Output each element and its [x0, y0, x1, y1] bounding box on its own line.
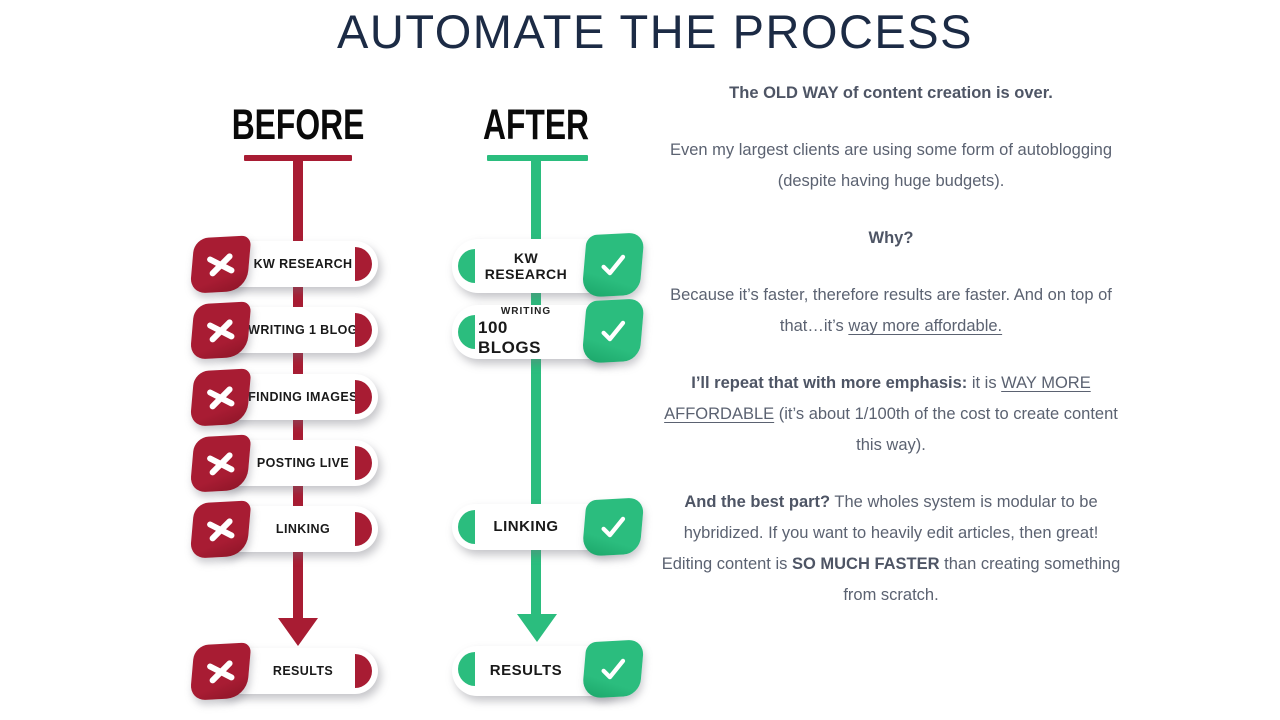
after-heading: AFTER	[482, 101, 590, 149]
before-step-results: RESULTS	[189, 642, 378, 701]
pill-end-cap	[355, 313, 372, 347]
after-step-kw-research: KW RESEARCH	[452, 232, 645, 298]
before-step-posting-live: POSTING LIVE	[189, 434, 378, 493]
step-label: POSTING LIVE	[256, 456, 350, 470]
x-icon	[204, 513, 236, 545]
best-part-tail: than creating something from scratch.	[843, 555, 1121, 604]
check-badge	[581, 298, 645, 364]
emphasis-lead: I’ll repeat that with more emphasis:	[691, 374, 968, 392]
emphasis-mid: it is	[967, 374, 1002, 392]
pill-end-cap	[458, 249, 475, 283]
step-label: RESULTS	[489, 662, 563, 680]
step-label-line2: RESEARCH	[484, 266, 568, 282]
best-part-mid: The wholes system is modular to be hybri…	[661, 493, 1099, 573]
pill-end-cap	[355, 446, 372, 480]
check-badge	[581, 639, 645, 699]
check-icon	[601, 320, 626, 342]
x-icon	[204, 314, 236, 346]
after-step-writing-100-blogs: WRITING 100 BLOGS	[452, 298, 645, 364]
step-label: RESULTS	[272, 664, 334, 678]
x-icon	[204, 655, 236, 687]
step-label: FINDING IMAGES	[248, 390, 358, 404]
after-step-results: RESULTS	[452, 639, 645, 699]
way-more-affordable-caps-link[interactable]: WAY MORE AFFORDABLE	[664, 374, 1091, 423]
after-arrowhead-icon	[517, 614, 557, 642]
paragraph-why: Why?	[868, 229, 914, 247]
before-step-finding-images: FINDING IMAGES	[189, 368, 378, 427]
paragraph-best-part: And the best part? The wholes system is …	[658, 487, 1124, 611]
before-step-linking: LINKING	[189, 500, 378, 559]
page-title: AUTOMATE THE PROCESS	[337, 5, 973, 58]
before-step-writing-1-blog: WRITING 1 BLOG	[189, 301, 378, 360]
paragraph-largest-clients: Even my largest clients are using some f…	[669, 141, 1113, 190]
step-label-line1: WRITING	[500, 306, 552, 318]
paragraph-old-way: The OLD WAY of content creation is over.	[729, 84, 1053, 102]
best-part-lead: And the best part?	[684, 493, 831, 511]
pill-end-cap	[355, 380, 372, 414]
check-icon	[601, 658, 626, 680]
pill-end-cap	[458, 510, 475, 544]
pill-end-cap	[355, 512, 372, 546]
pill-end-cap	[458, 315, 475, 349]
step-label: WRITING 1 BLOG	[248, 323, 358, 337]
x-icon	[204, 381, 236, 413]
pill-end-cap	[355, 654, 372, 688]
after-timeline	[531, 158, 541, 616]
step-label: LINKING	[275, 522, 331, 536]
way-more-affordable-link[interactable]: way more affordable.	[848, 317, 1003, 335]
x-icon	[204, 248, 236, 280]
check-badge	[581, 497, 645, 557]
step-label-line1: KW	[513, 249, 539, 266]
check-icon	[601, 254, 626, 276]
paragraph-faster: Because it’s faster, therefore results a…	[658, 280, 1124, 342]
emphasis-tail: (it’s about 1/100th of the cost to creat…	[774, 405, 1118, 454]
so-much-faster-text: SO MUCH FASTER	[791, 555, 940, 573]
before-heading: BEFORE	[231, 101, 365, 149]
faster-text: Because it’s faster, therefore results a…	[670, 286, 1112, 335]
before-step-kw-research: KW RESEARCH	[189, 235, 378, 294]
pill-end-cap	[355, 247, 372, 281]
x-icon	[204, 447, 236, 479]
step-label: LINKING	[493, 518, 559, 536]
after-step-linking: LINKING	[452, 497, 645, 557]
step-label-line2: 100 BLOGS	[478, 318, 541, 357]
paragraph-emphasis: I’ll repeat that with more emphasis: it …	[658, 368, 1124, 461]
step-label: KW RESEARCH	[253, 257, 353, 271]
copy-panel: The OLD WAY of content creation is over.…	[658, 78, 1124, 637]
pill-end-cap	[458, 652, 475, 686]
check-icon	[601, 516, 626, 538]
before-arrowhead-icon	[278, 618, 318, 646]
check-badge	[581, 232, 645, 298]
